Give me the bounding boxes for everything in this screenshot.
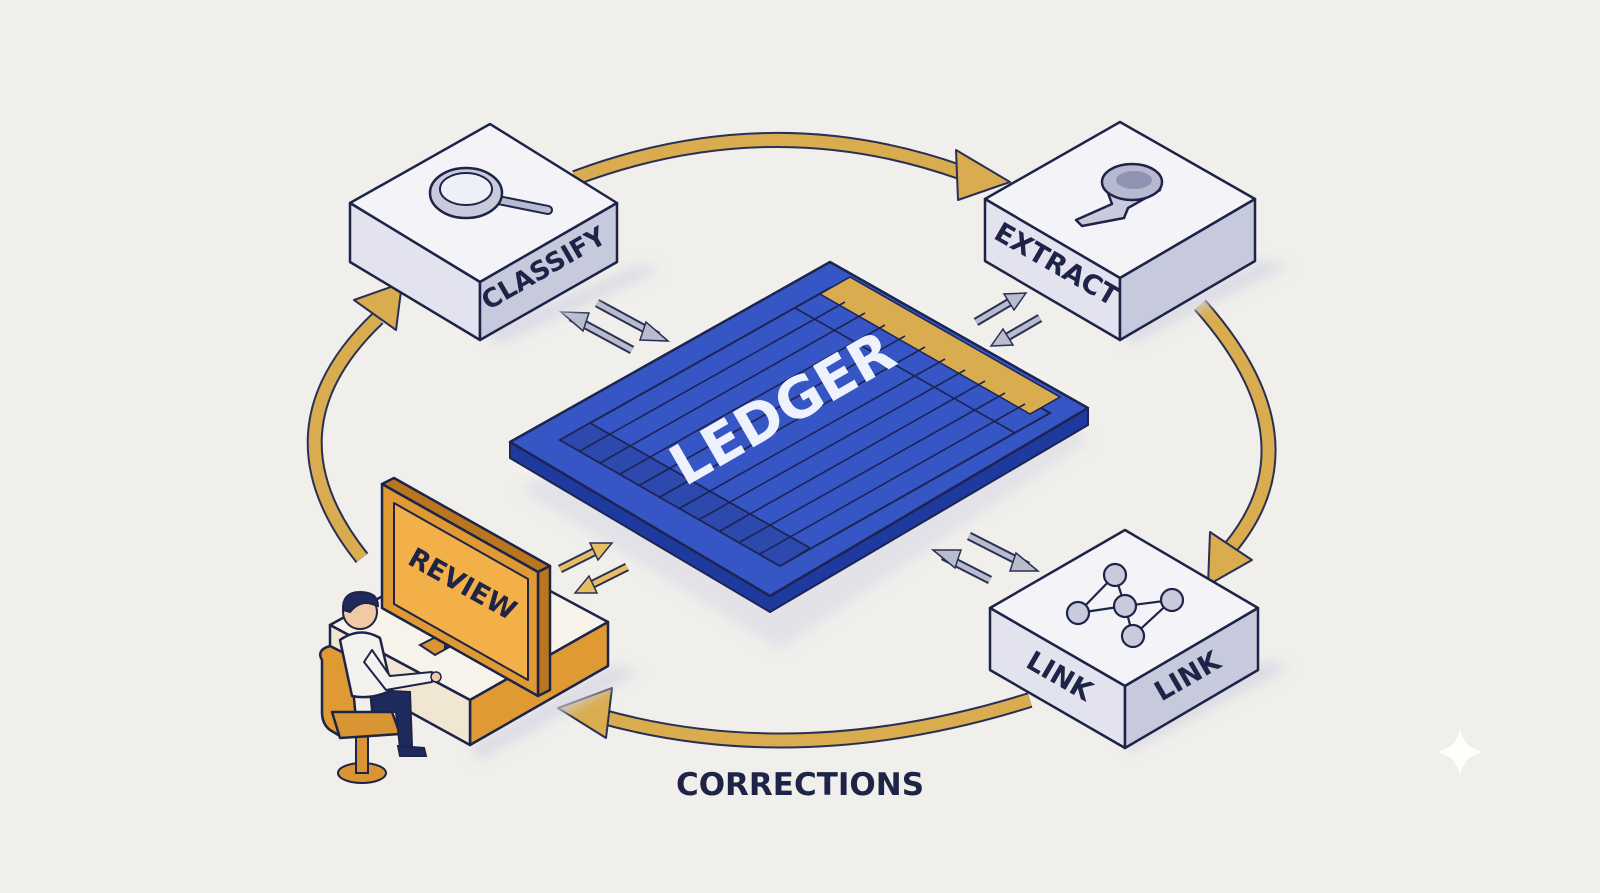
review-screen xyxy=(393,502,529,681)
classify-node: CLASSIFY xyxy=(348,122,660,345)
classify-box-right xyxy=(478,201,619,342)
network-graph-icon xyxy=(1065,562,1185,649)
funnel-icon xyxy=(1074,162,1164,228)
exchange-arrows xyxy=(557,292,1043,594)
extract-ledger-double-arrow xyxy=(973,292,1043,347)
arrowhead-classify xyxy=(353,282,403,331)
ledger-rows xyxy=(579,301,1026,555)
corrections-label: CORRECTIONS xyxy=(676,767,924,803)
arrowhead-link xyxy=(1207,531,1253,586)
arrowhead-extract xyxy=(955,149,1011,201)
classify-ledger-double-arrow xyxy=(558,299,671,354)
extract-node: EXTRACT xyxy=(983,120,1290,345)
link-ledger-double-arrow xyxy=(930,531,1041,585)
extract-box-right xyxy=(1118,197,1257,342)
review-node: REVIEW xyxy=(319,476,640,784)
monitor-icon xyxy=(380,476,552,698)
review-ledger-double-arrow xyxy=(557,542,630,594)
link-node: LINK LINK xyxy=(988,528,1290,752)
link-box-right xyxy=(1123,606,1260,750)
cycle-arrows xyxy=(306,131,1277,749)
sparkle-icon xyxy=(1436,728,1484,776)
magnifier-icon xyxy=(428,166,553,220)
ledger-tray: LEDGER xyxy=(508,260,1090,650)
reviewer-person xyxy=(319,590,442,784)
